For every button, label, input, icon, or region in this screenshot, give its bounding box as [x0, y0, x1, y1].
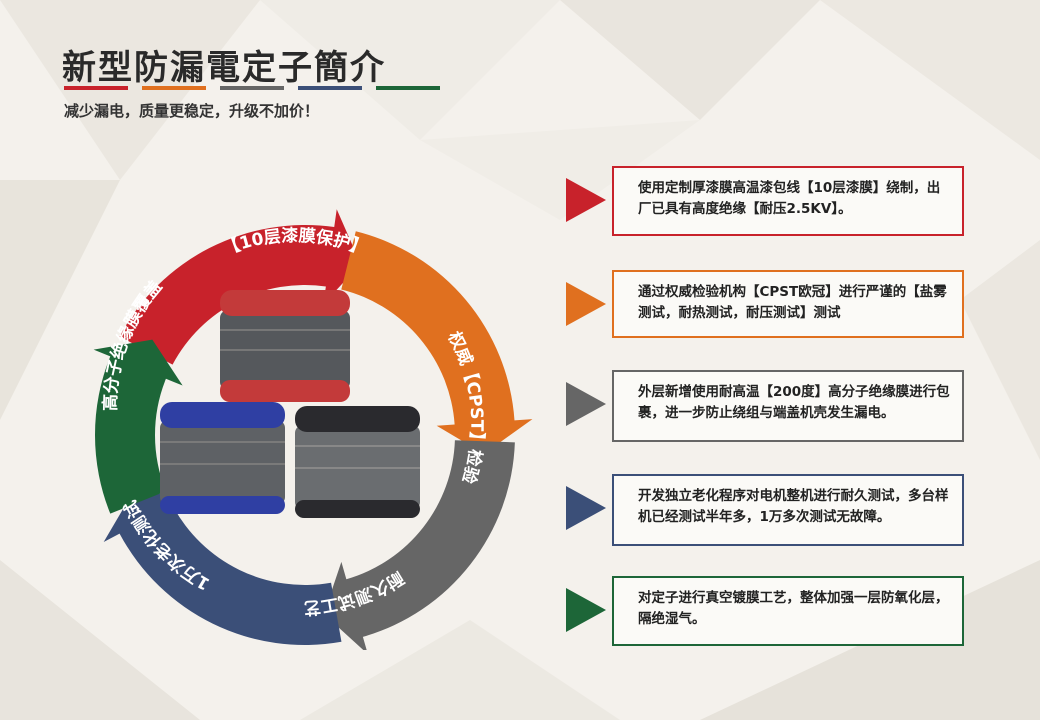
cycle-arrow-red	[119, 209, 361, 365]
feature-text: 通过权威检验机构【CPST欧冠】进行严谨的【盐雾测试，耐热测试，耐压测试】测试	[638, 284, 947, 321]
cycle-arrow-green	[93, 339, 183, 514]
cycle-arrow-shape-navy	[103, 490, 342, 645]
cycle-arrow-navy	[103, 490, 342, 645]
feature-box-3: 外层新增使用耐高温【200度】高分子绝缘膜进行包裹，进一步防止绕组与端盖机壳发生…	[612, 370, 964, 442]
bullet-triangle-orange	[566, 282, 606, 326]
feature-box-5: 对定子进行真空镀膜工艺，整体加强一层防氧化层，隔绝湿气。	[612, 576, 964, 646]
cycle-arrow-shape-green	[93, 339, 183, 514]
stator-blue	[160, 402, 285, 514]
title-underline-red	[64, 86, 128, 90]
feature-text: 开发独立老化程序对电机整机进行耐久测试，多台样机已经测试半年多，1万多次测试无故…	[638, 488, 949, 525]
page-title: 新型防漏電定子簡介	[62, 48, 386, 88]
feature-text: 使用定制厚漆膜高温漆包线【10层漆膜】绕制，出厂已具有高度绝缘【耐压2.5KV】…	[638, 180, 941, 217]
cycle-arrow-shape-red	[119, 209, 361, 365]
feature-box-4: 开发独立老化程序对电机整机进行耐久测试，多台样机已经测试半年多，1万多次测试无故…	[612, 474, 964, 546]
title-underline-green	[376, 86, 440, 90]
feature-box-1: 使用定制厚漆膜高温漆包线【10层漆膜】绕制，出厂已具有高度绝缘【耐压2.5KV】…	[612, 166, 964, 236]
bullet-triangle-red	[566, 178, 606, 222]
feature-box-2: 通过权威检验机构【CPST欧冠】进行严谨的【盐雾测试，耐热测试，耐压测试】测试	[612, 270, 964, 338]
cycle-arrow-shape-orange	[341, 231, 533, 454]
title-underline-gray	[220, 86, 284, 90]
page-subtitle: 减少漏电，质量更稳定，升级不加价！	[64, 102, 320, 120]
bullet-triangle-gray	[566, 382, 606, 426]
feature-text: 对定子进行真空镀膜工艺，整体加强一层防氧化层，隔绝湿气。	[638, 590, 949, 627]
title-underline-navy	[298, 86, 362, 90]
bullet-triangle-green	[566, 588, 606, 632]
process-cycle-diagram: 【10层漆膜保护】 权威【CPST】检验 耐久测试工艺 1万次老化测试 高分子绝…	[93, 209, 533, 650]
stator-red	[220, 290, 350, 402]
cycle-arrow-orange	[341, 231, 533, 454]
bullet-triangle-navy	[566, 486, 606, 530]
cycle-arrow-shape-gray	[323, 440, 515, 650]
feature-text: 外层新增使用耐高温【200度】高分子绝缘膜进行包裹，进一步防止绕组与端盖机壳发生…	[638, 384, 950, 421]
cycle-arrow-gray	[323, 440, 515, 650]
title-underline-orange	[142, 86, 206, 90]
stator-black	[295, 406, 420, 518]
stator-product-image	[160, 290, 420, 518]
